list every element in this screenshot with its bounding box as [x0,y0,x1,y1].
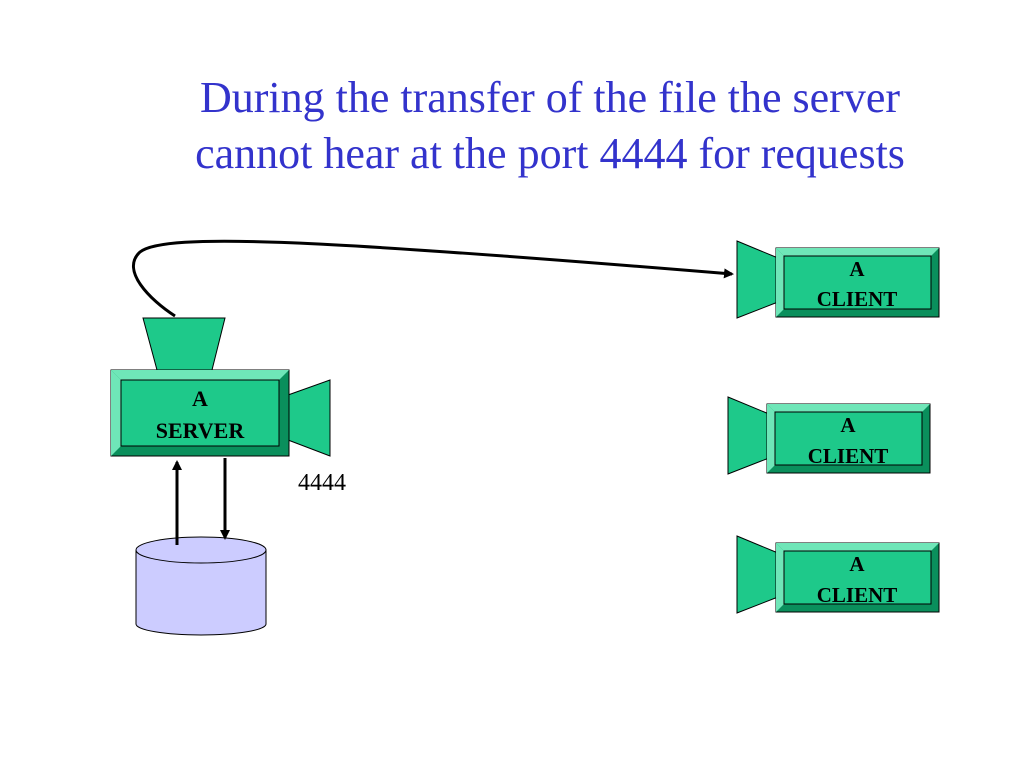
client-node-2: A CLIENT [727,396,931,475]
server-funnel [142,317,226,371]
server-lens [287,379,331,457]
server-label-line-2: SERVER [156,418,246,443]
client-lens [736,535,779,614]
server-label-line-1: A [192,386,208,411]
client-lens [736,240,779,319]
server-node: A SERVER [110,317,331,457]
title-line-2: cannot hear at the port 4444 for request… [195,129,905,178]
database-cylinder [135,536,267,636]
client-label-line-2: CLIENT [808,444,889,468]
port-label: 4444 [298,470,346,496]
slide-title: During the transfer of the file the serv… [60,70,1024,182]
client-label-line-1: A [840,413,856,437]
client-node-3: A CLIENT [736,535,940,614]
client-label-line-2: CLIENT [817,287,898,311]
client-node-1: A CLIENT [736,240,940,319]
client-lens [727,396,770,475]
client-label-line-1: A [849,552,865,576]
title-line-1: During the transfer of the file the serv… [199,73,901,122]
connection-arrow [132,239,734,318]
client-label-line-1: A [849,257,865,281]
client-label-line-2: CLIENT [817,583,898,607]
